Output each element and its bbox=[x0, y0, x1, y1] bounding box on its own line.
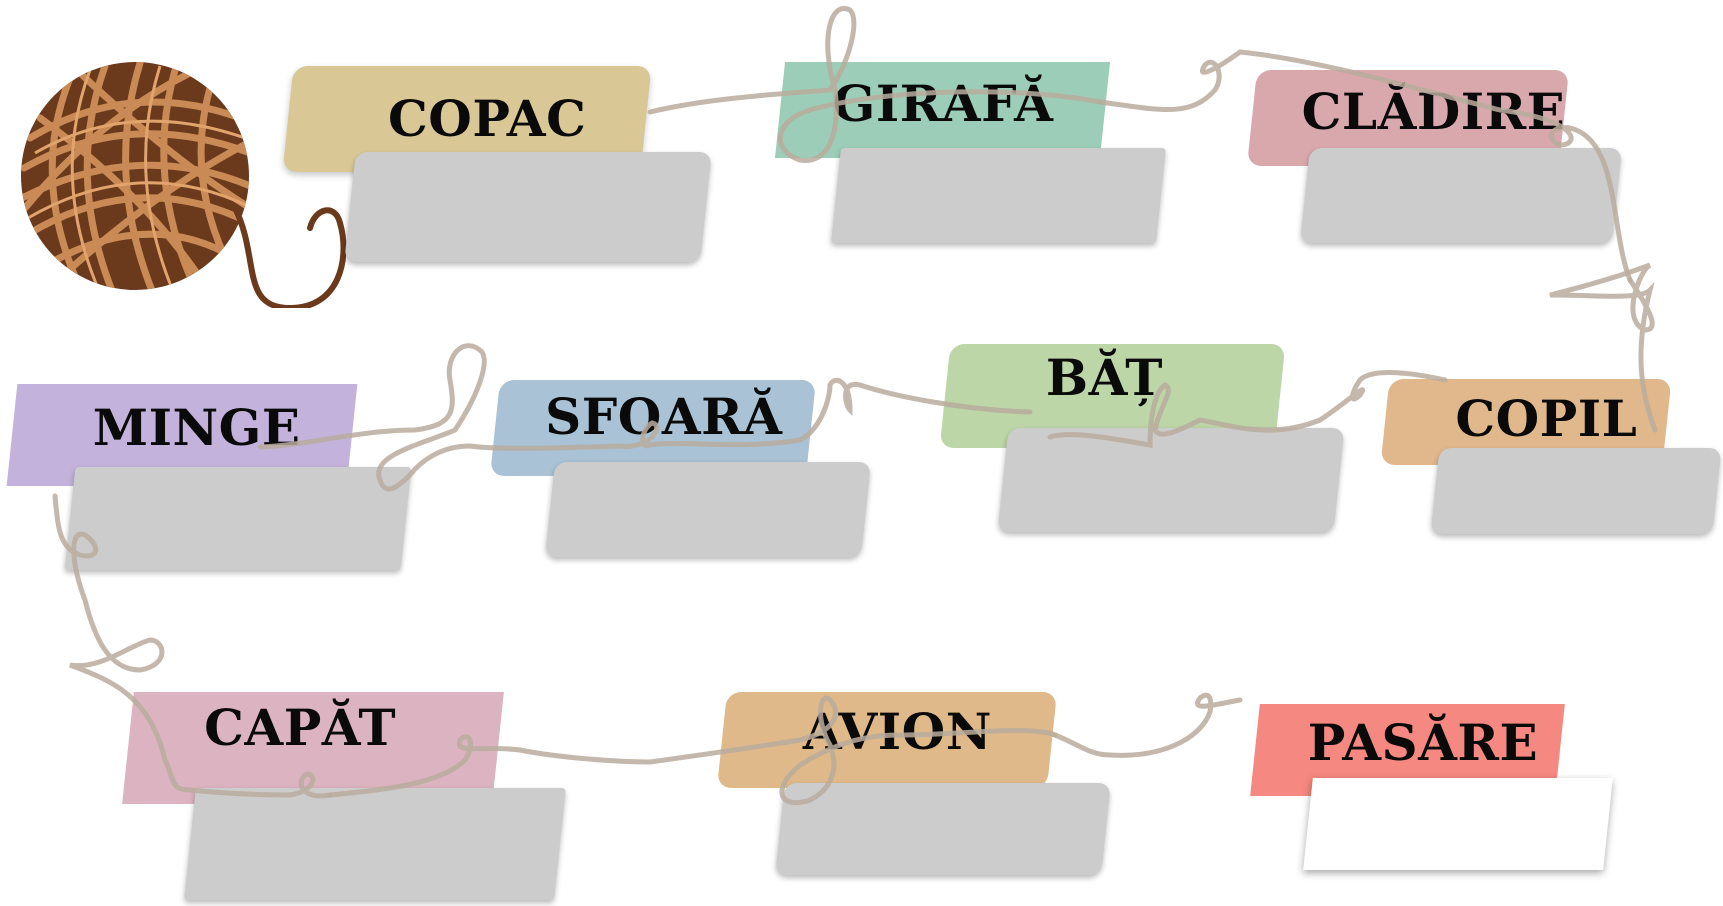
word-label-pasare: PASĂRE bbox=[1308, 713, 1539, 772]
yarn-ball-icon bbox=[21, 62, 347, 308]
answer-box-bat[interactable] bbox=[997, 428, 1345, 532]
answer-box-avion[interactable] bbox=[775, 783, 1111, 875]
answer-box-copil[interactable] bbox=[1430, 448, 1722, 534]
word-label-bat: BĂȚ bbox=[1045, 348, 1163, 407]
word-label-cladire: CLĂDIRE bbox=[1301, 82, 1566, 141]
answer-box-sfoara[interactable] bbox=[545, 462, 871, 557]
word-label-capat: CAPĂT bbox=[204, 698, 397, 757]
answer-box-copac[interactable] bbox=[344, 152, 712, 262]
answer-box-girafa[interactable] bbox=[831, 148, 1166, 243]
word-label-sfoara: SFOARĂ bbox=[545, 387, 783, 446]
word-card-avion: AVION bbox=[716, 692, 1058, 788]
word-label-girafa: GIRAFĂ bbox=[832, 74, 1054, 133]
word-label-avion: AVION bbox=[803, 702, 993, 761]
answer-box-pasare[interactable] bbox=[1303, 778, 1613, 870]
word-card-girafa: GIRAFĂ bbox=[774, 62, 1111, 158]
answer-box-capat[interactable] bbox=[184, 788, 566, 900]
answer-box-cladire[interactable] bbox=[1300, 148, 1622, 243]
word-label-copil: COPIL bbox=[1455, 389, 1638, 448]
word-label-minge: MINGE bbox=[92, 398, 301, 457]
answer-box-minge[interactable] bbox=[64, 467, 412, 570]
word-label-copac: COPAC bbox=[387, 89, 587, 148]
